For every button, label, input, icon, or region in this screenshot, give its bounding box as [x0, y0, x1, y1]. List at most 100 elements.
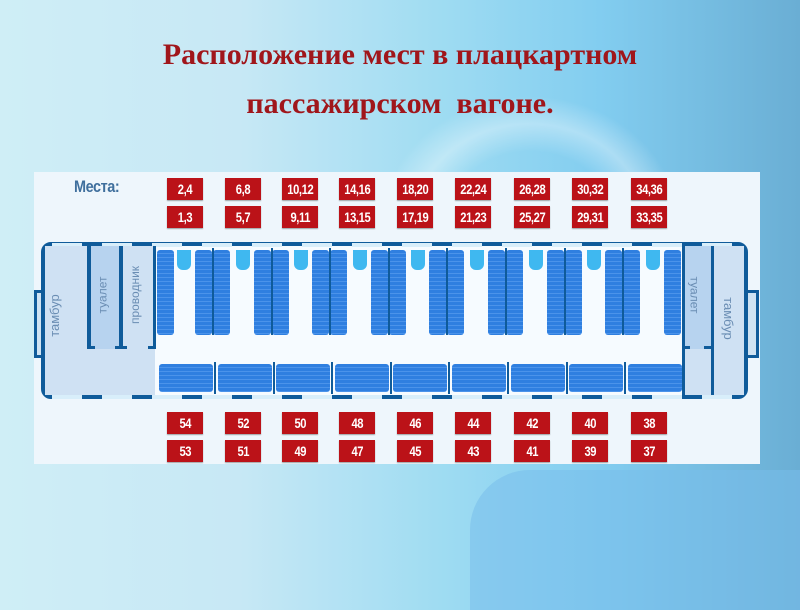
- window: [252, 395, 282, 399]
- side-lower-tag: 41: [514, 440, 550, 462]
- seat-number: 38: [643, 415, 655, 431]
- table[interactable]: [587, 250, 602, 270]
- seat-number: 51: [237, 443, 249, 459]
- table[interactable]: [235, 250, 250, 270]
- window: [502, 243, 532, 247]
- partition: [448, 362, 451, 394]
- seat-number: 42: [526, 415, 538, 431]
- seat-number: 29,31: [576, 209, 604, 225]
- berth-seat[interactable]: [195, 250, 212, 335]
- compartment-upper-tag: 34,36: [631, 178, 667, 200]
- partition: [329, 248, 332, 335]
- berth-seat[interactable]: [447, 250, 465, 335]
- partition: [622, 248, 625, 335]
- compartment-upper-tag: 22,24: [455, 178, 491, 200]
- seat-number: 43: [467, 443, 479, 459]
- seat-number: 39: [584, 443, 596, 459]
- compartment-lower-tag: 5,7: [225, 206, 261, 228]
- side-lower-tag: 47: [339, 440, 375, 462]
- berth-seat[interactable]: [312, 250, 330, 335]
- side-upper-tag: 46: [397, 412, 433, 434]
- seat-number: 33,35: [635, 209, 663, 225]
- berth-seat[interactable]: [663, 250, 681, 335]
- window: [652, 243, 682, 247]
- berth-seat[interactable]: [429, 250, 447, 335]
- window: [202, 395, 232, 399]
- title-line-2: пассажирском вагоне.: [246, 87, 554, 120]
- window: [352, 243, 382, 247]
- side-seat[interactable]: [569, 364, 624, 392]
- partition: [389, 362, 392, 394]
- wall: [704, 346, 714, 349]
- table[interactable]: [294, 250, 309, 270]
- compartment-lower-tag: 1,3: [167, 206, 203, 228]
- partition: [270, 248, 273, 335]
- side-seat[interactable]: [276, 364, 331, 392]
- window: [652, 395, 682, 399]
- seat-number: 49: [294, 443, 306, 459]
- background-silhouette: [470, 470, 800, 610]
- seat-number: 40: [584, 415, 596, 431]
- berth-seat[interactable]: [213, 250, 230, 335]
- berth-seat[interactable]: [506, 250, 523, 335]
- table[interactable]: [352, 250, 367, 270]
- berth-seat[interactable]: [623, 250, 641, 335]
- side-seat[interactable]: [393, 364, 448, 392]
- right-vestibule: тамбур: [713, 246, 744, 395]
- side-seat[interactable]: [510, 364, 565, 392]
- side-seat[interactable]: [627, 364, 682, 392]
- side-seat[interactable]: [217, 364, 272, 392]
- wall: [682, 246, 685, 395]
- berth-seat[interactable]: [271, 250, 289, 335]
- berth-seat[interactable]: [546, 250, 564, 335]
- seat-number: 2,4: [177, 181, 193, 197]
- left-coupler: [34, 290, 45, 358]
- compartment-lower-tag: 17,19: [397, 206, 433, 228]
- side-upper-tag: 40: [572, 412, 608, 434]
- compartment-upper-tag: 10,12: [282, 178, 318, 200]
- table[interactable]: [470, 250, 484, 270]
- berth-seat[interactable]: [605, 250, 623, 335]
- side-seat[interactable]: [452, 364, 506, 392]
- seat-number: 41: [526, 443, 538, 459]
- window: [452, 395, 482, 399]
- window: [152, 395, 182, 399]
- window: [252, 243, 282, 247]
- wall: [87, 246, 91, 349]
- side-upper-tag: 54: [167, 412, 203, 434]
- wall: [153, 246, 156, 349]
- places-label: Места:: [74, 177, 120, 196]
- partition: [331, 362, 334, 394]
- table[interactable]: [411, 250, 426, 270]
- partition: [507, 362, 509, 394]
- conductor-room-label: проводник: [128, 265, 143, 325]
- side-seat[interactable]: [334, 364, 389, 392]
- conductor-room: проводник: [122, 246, 155, 349]
- berth-seat[interactable]: [564, 250, 582, 335]
- seat-number: 6,8: [235, 181, 251, 197]
- window: [102, 395, 132, 399]
- seat-number: 26,28: [518, 181, 546, 197]
- side-lower-tag: 51: [225, 440, 261, 462]
- side-upper-tag: 44: [455, 412, 491, 434]
- window: [402, 243, 432, 247]
- window: [52, 243, 82, 247]
- berth-seat[interactable]: [488, 250, 505, 335]
- berth-seat[interactable]: [157, 250, 174, 335]
- berth-seat[interactable]: [388, 250, 406, 335]
- side-seat[interactable]: [159, 364, 213, 392]
- side-lower-tag: 49: [282, 440, 318, 462]
- berth-seat[interactable]: [330, 250, 348, 335]
- right-toilet: туалет: [683, 246, 713, 349]
- right-toilet-label: туалет: [687, 276, 702, 314]
- seat-number: 22,24: [459, 181, 487, 197]
- seat-number: 34,36: [635, 181, 663, 197]
- berth-seat[interactable]: [253, 250, 271, 335]
- compartment-lower-tag: 25,27: [514, 206, 550, 228]
- table[interactable]: [645, 250, 660, 270]
- seat-number: 1,3: [177, 209, 193, 225]
- table[interactable]: [177, 250, 191, 270]
- berth-seat[interactable]: [370, 250, 388, 335]
- table[interactable]: [528, 250, 543, 270]
- slide-title: Расположение мест в плацкартном пассажир…: [0, 30, 800, 128]
